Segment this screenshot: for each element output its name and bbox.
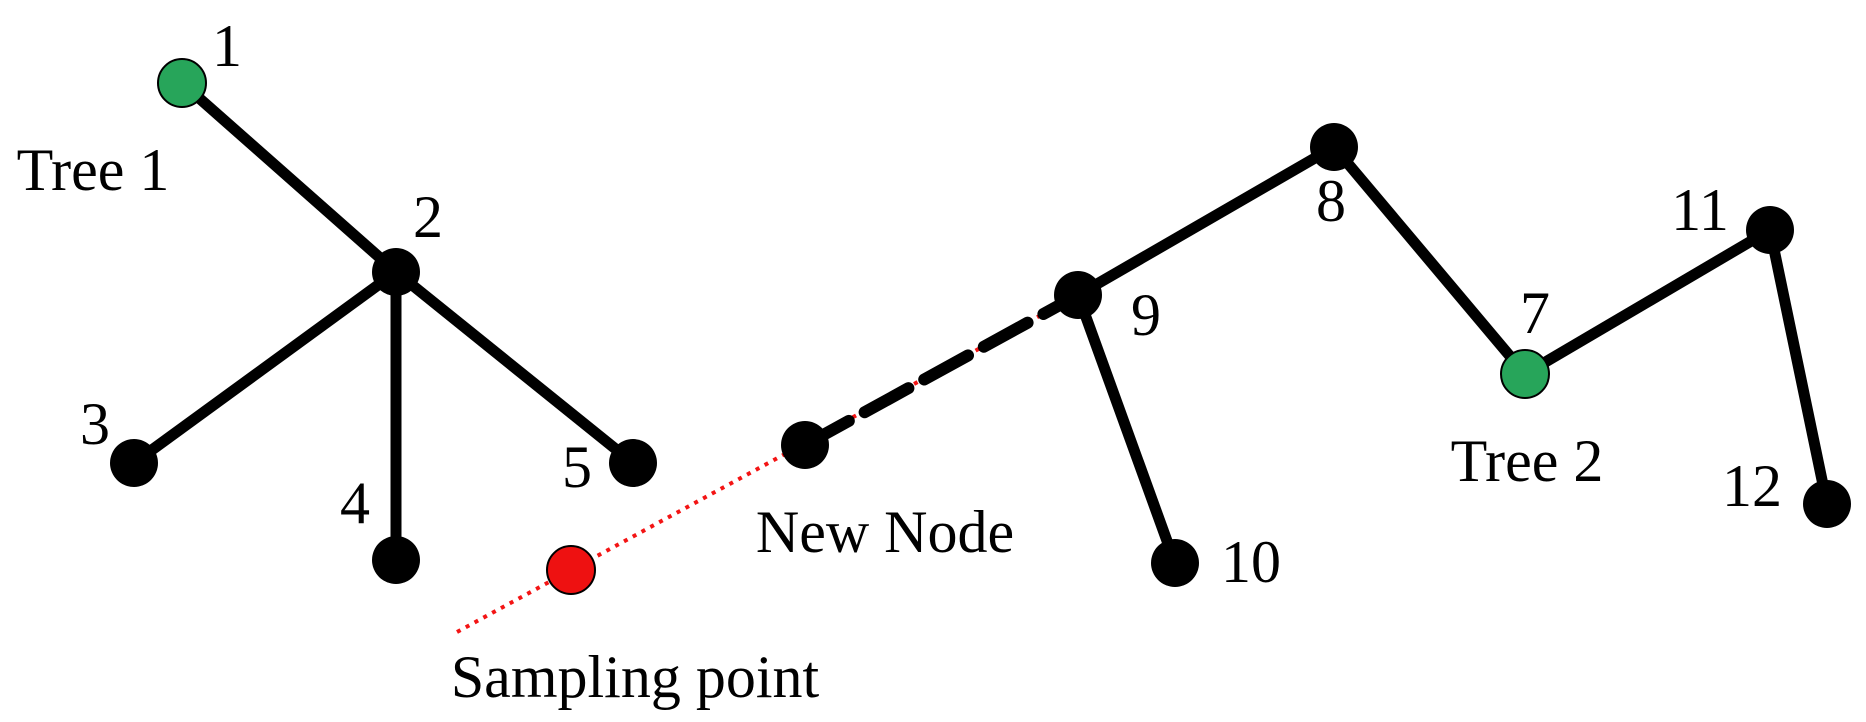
node-new	[781, 421, 829, 469]
node-label-3: 3	[80, 391, 110, 457]
node-label-2: 2	[413, 184, 443, 250]
tree-2-label: Tree 2	[1451, 428, 1604, 494]
node-3	[110, 439, 158, 487]
edge-7-11	[1522, 225, 1773, 379]
edge-1-2	[178, 78, 400, 277]
node-1	[157, 58, 207, 108]
node-9	[1054, 271, 1102, 319]
node-7	[1500, 349, 1550, 399]
node-label-10: 10	[1221, 529, 1281, 595]
node-12	[1803, 480, 1851, 528]
node-label-5: 5	[562, 434, 592, 500]
node-sampling	[546, 545, 596, 595]
edge-2-3	[130, 267, 400, 468]
sampling-dotted-line	[456, 293, 1079, 634]
node-4	[372, 536, 420, 584]
edge-9-8	[1075, 142, 1337, 300]
new-node-label: New Node	[756, 499, 1014, 565]
node-label-4: 4	[340, 470, 370, 536]
node-label-1: 1	[212, 13, 242, 79]
node-label-8: 8	[1316, 168, 1346, 234]
node-2	[372, 248, 420, 296]
sampling-point-label: Sampling point	[451, 644, 820, 710]
node-8	[1310, 123, 1358, 171]
node-10	[1151, 539, 1199, 587]
dashed-edge-new-9	[799, 289, 1084, 451]
edge-8-7	[1329, 143, 1530, 378]
node-11	[1746, 206, 1794, 254]
edge-11-12	[1764, 228, 1833, 506]
node-label-12: 12	[1722, 453, 1782, 519]
tree-1-label: Tree 1	[17, 137, 170, 203]
node-label-7: 7	[1520, 280, 1550, 346]
node-label-9: 9	[1131, 282, 1161, 348]
node-5	[609, 439, 657, 487]
node-label-11: 11	[1671, 177, 1729, 243]
edge-2-5	[392, 267, 637, 468]
edge-9-10	[1072, 293, 1181, 565]
